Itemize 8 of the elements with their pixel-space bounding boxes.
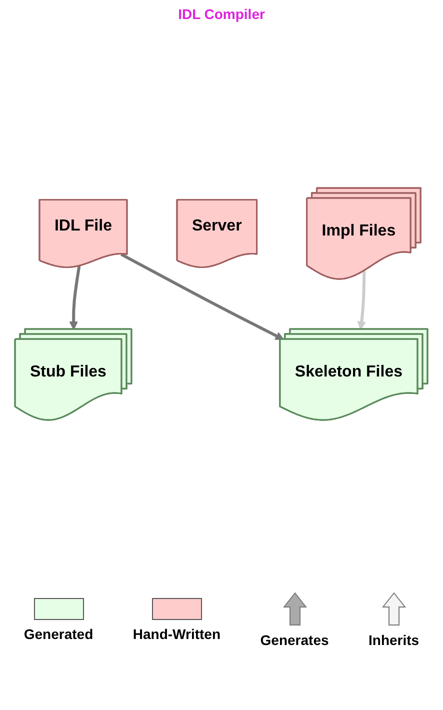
legend-label: Generated	[24, 626, 94, 642]
legend-label: Inherits	[368, 632, 420, 648]
arrow	[357, 271, 366, 330]
legend-label: Hand-Written	[132, 626, 221, 642]
compiler-label: IDL Compiler	[178, 6, 265, 22]
arrow	[69, 266, 81, 330]
arrow	[120, 252, 284, 340]
legend-label: Generates	[260, 632, 329, 648]
